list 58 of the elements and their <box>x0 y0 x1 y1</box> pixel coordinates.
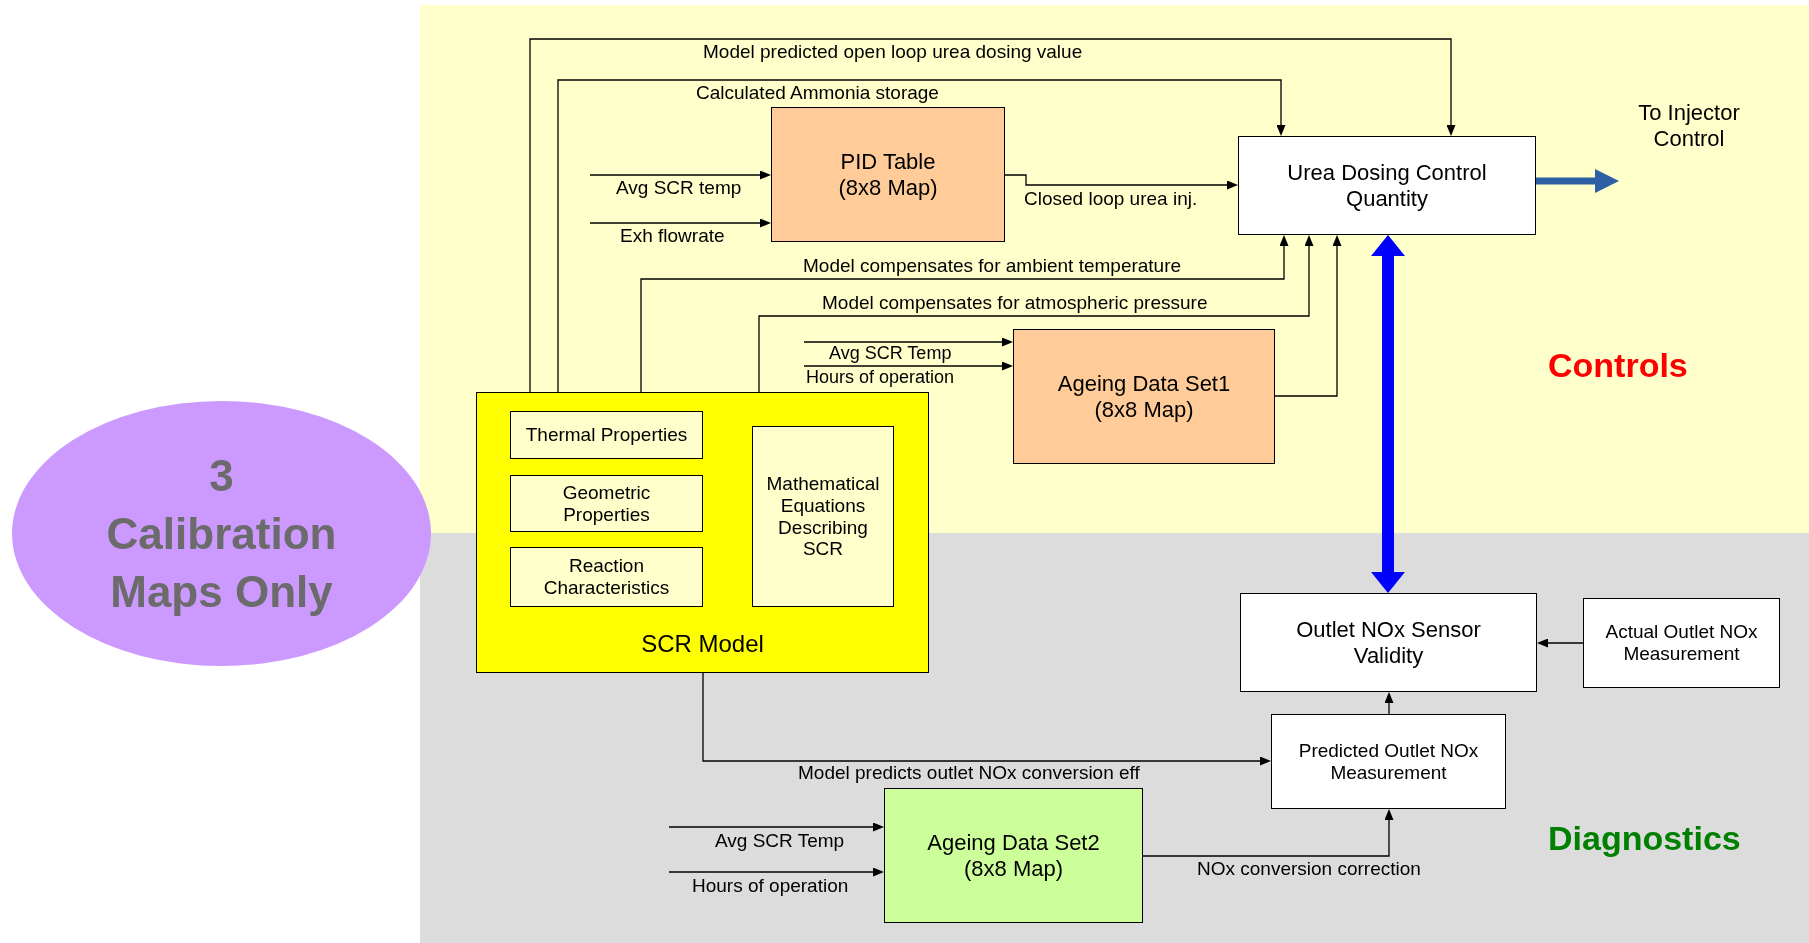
box-label: Ageing Data Set1 (8x8 Map) <box>1056 371 1232 422</box>
arrow <box>640 235 1289 393</box>
process-box <box>1271 714 1506 809</box>
map-table-box <box>771 107 1005 242</box>
box-label: Actual Outlet NOx Measurement <box>1604 621 1759 665</box>
edge-label: Calculated Ammonia storage <box>696 83 939 104</box>
edge-label: Avg SCR temp <box>616 178 742 199</box>
arrow <box>758 235 1314 393</box>
process-box <box>1238 136 1536 235</box>
arrow <box>702 672 1271 766</box>
edge-label: Model compensates for atmospheric pressure <box>822 293 1208 314</box>
edge-label: NOx conversion correction <box>1197 859 1421 880</box>
arrow <box>589 218 771 228</box>
edge-label: Hours of operation <box>806 368 955 388</box>
box-label: Ageing Data Set2 (8x8 Map) <box>926 830 1101 881</box>
edge-label: Avg SCR Temp <box>715 831 845 852</box>
process-box <box>1583 598 1780 688</box>
arrow <box>668 822 884 832</box>
box-label: Urea Dosing Control Quantity <box>1286 160 1488 211</box>
output-label: To Injector Control <box>1619 100 1759 153</box>
arrow <box>1142 809 1394 857</box>
arrow <box>1274 235 1342 397</box>
arrow <box>668 867 884 877</box>
region-heading: Diagnostics <box>1548 819 1741 858</box>
map-table-box <box>884 788 1143 923</box>
arrow <box>1537 638 1584 648</box>
property-box <box>510 547 703 607</box>
arrow <box>589 170 771 180</box>
arrow <box>1004 174 1238 190</box>
edge-label: Model predicts outlet NOx conversion eff <box>798 763 1140 784</box>
box-label: Predicted Outlet NOx Measurement <box>1297 739 1480 784</box>
map-table-box <box>1013 329 1275 464</box>
box-label: PID Table (8x8 Map) <box>837 149 939 200</box>
edge-label: Model predicted open loop urea dosing value <box>703 42 1083 63</box>
property-box <box>510 475 703 532</box>
arrow <box>803 337 1013 347</box>
box-label: Geometric Properties <box>561 481 652 526</box>
thick-arrow <box>1371 235 1405 593</box>
box-heading: SCR Model <box>640 630 765 658</box>
box-label: Thermal Properties <box>525 424 688 446</box>
box-label: Mathematical Equations Describing SCR <box>765 472 881 561</box>
edge-label: Model compensates for ambient temperature <box>803 256 1182 277</box>
property-box <box>752 426 894 607</box>
edge-label: Hours of operation <box>692 876 849 897</box>
arrow <box>529 38 1456 393</box>
arrow <box>1384 692 1394 715</box>
box-label: 3 Calibration Maps Only <box>105 449 338 618</box>
edge-label: Exh flowrate <box>620 226 725 247</box>
arrow <box>557 79 1286 393</box>
edge-label: Avg SCR Temp <box>829 344 952 364</box>
region-heading: Controls <box>1548 346 1688 385</box>
edge-label: Closed loop urea inj. <box>1024 189 1198 210</box>
arrow <box>803 361 1013 371</box>
process-box <box>1240 593 1537 692</box>
box-label: Outlet NOx Sensor Validity <box>1295 617 1482 668</box>
box-label: Reaction Characteristics <box>542 555 671 599</box>
thick-arrow <box>1536 169 1619 193</box>
property-box <box>510 411 703 459</box>
